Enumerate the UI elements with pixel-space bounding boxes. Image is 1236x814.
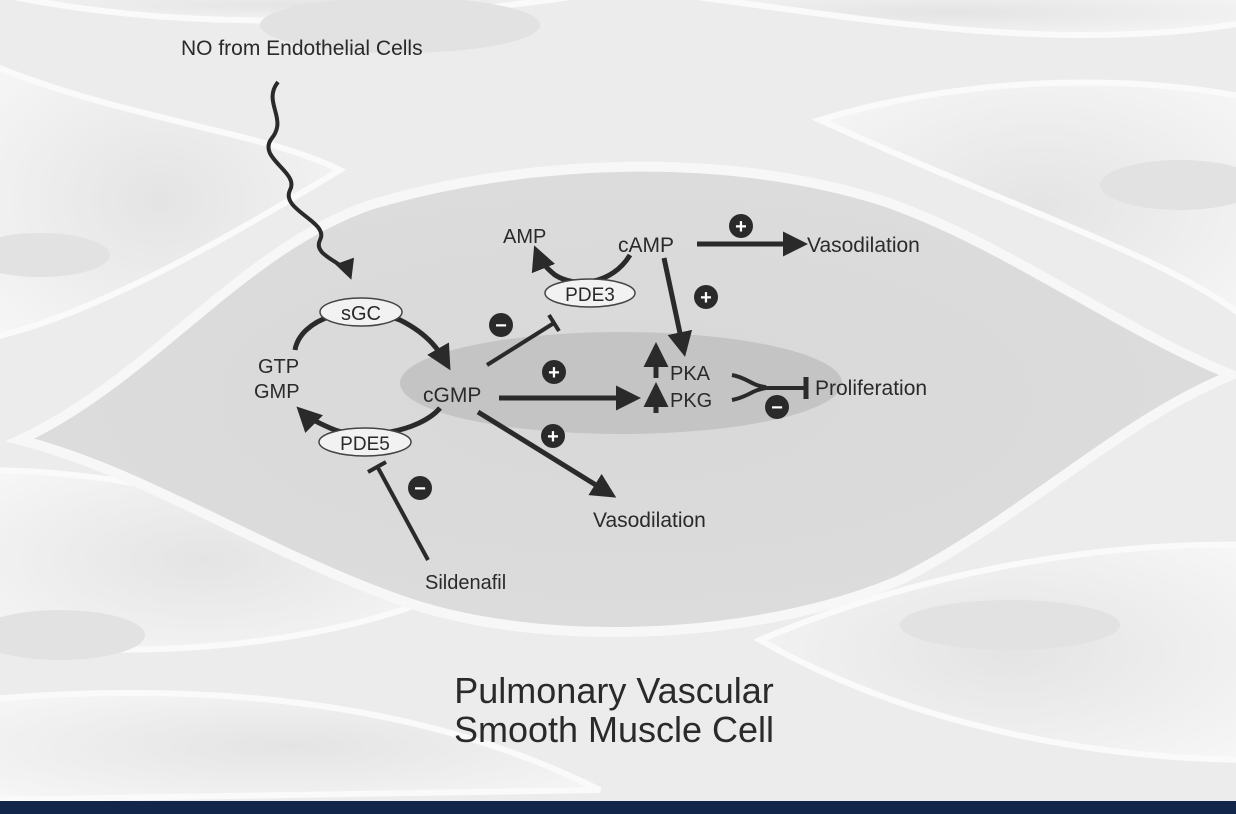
plus-icon: + (541, 424, 565, 448)
plus-icon: + (542, 360, 566, 384)
minus-icon: − (489, 313, 513, 337)
minus-icon: − (765, 395, 789, 419)
cell-nucleus-region (400, 332, 842, 434)
svg-text:−: − (414, 478, 426, 500)
no-source-label: NO from Endothelial Cells (181, 37, 423, 60)
pka-label: PKA (670, 363, 711, 385)
pk-inhibit-proliferation-line (731, 373, 806, 402)
plus-icon: + (694, 285, 718, 309)
svg-text:+: + (735, 216, 747, 238)
svg-text:+: + (547, 426, 559, 448)
gtp-label: GTP (258, 356, 299, 378)
vasodilation-cgmp-label: Vasodilation (593, 509, 706, 532)
svg-text:−: − (495, 315, 507, 337)
cgmp-inhibit-pde3-bar (547, 313, 561, 333)
footer-bar (0, 801, 1236, 814)
sildenafil-inhibit-line (375, 465, 430, 561)
plus-icon: + (729, 214, 753, 238)
cgmp-vasodilation-arrow (476, 409, 617, 498)
svg-text:+: + (548, 362, 560, 384)
amp-label: AMP (503, 226, 546, 248)
pkg-label: PKG (670, 390, 712, 412)
cgmp-label: cGMP (423, 384, 481, 407)
no-diffusion-arrow (266, 80, 355, 280)
sildenafil-label: Sildenafil (425, 572, 506, 594)
pde5-ellipse (318, 427, 412, 457)
cgmp-inhibit-pde3-line (485, 321, 556, 367)
proliferation-label: Proliferation (815, 377, 927, 400)
sgc-label: sGC (341, 303, 381, 325)
svg-text:+: + (700, 287, 712, 309)
camp-to-amp-arrow (531, 245, 633, 285)
gmp-label: GMP (254, 381, 300, 403)
camp-label: cAMP (618, 234, 674, 257)
pde5-label: PDE5 (340, 434, 390, 455)
svg-text:−: − (771, 397, 783, 419)
pde3-ellipse (544, 278, 636, 308)
pde3-label: PDE3 (565, 285, 615, 306)
cell-title-line2: Smooth Muscle Cell (454, 709, 774, 750)
camp-pka-arrow (661, 257, 693, 357)
minus-icon: − (408, 476, 432, 500)
cell-title-line1: Pulmonary Vascular (454, 670, 773, 711)
sgc-ellipse (319, 297, 403, 327)
sildenafil-inhibit-bar (367, 460, 387, 474)
vasodilation-camp-label: Vasodilation (807, 234, 920, 257)
